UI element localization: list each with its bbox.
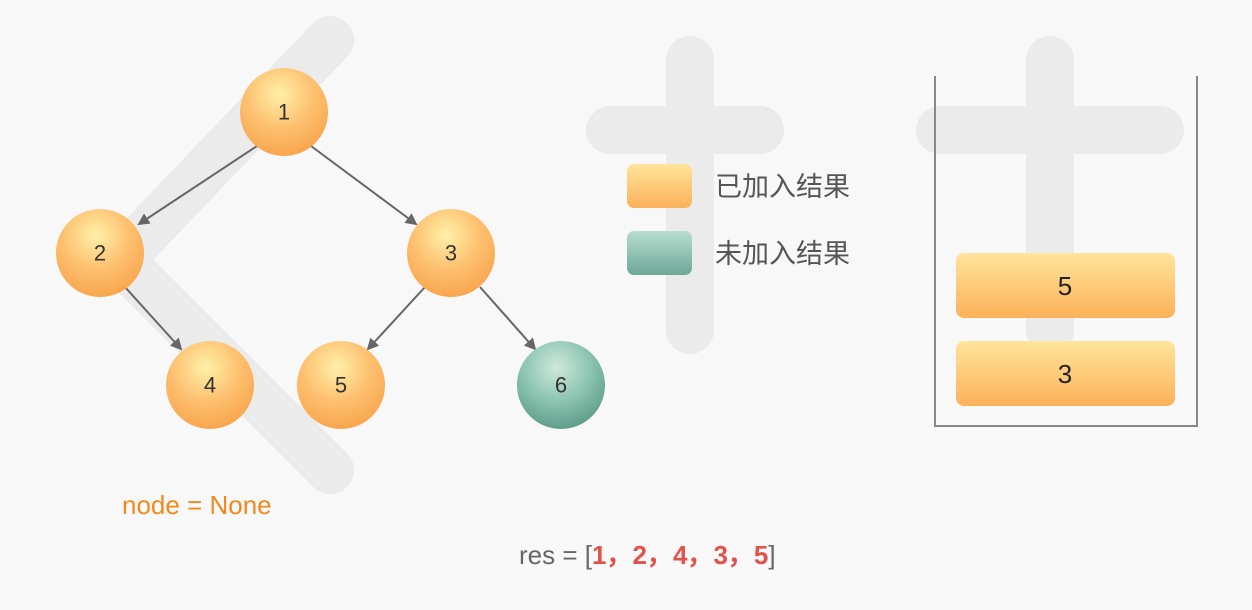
- result-value: 4: [672, 540, 688, 570]
- legend-swatch-not-added: [627, 231, 692, 275]
- result-prefix: res = [: [519, 540, 592, 570]
- stack-item-label: 5: [1058, 271, 1072, 301]
- node-circle: [240, 68, 328, 156]
- edge-3-6: [479, 286, 537, 351]
- node-circle: [407, 209, 495, 297]
- stack-container: [934, 76, 1198, 427]
- node-circle: [166, 341, 254, 429]
- node-label: 1: [278, 100, 290, 125]
- result-line: res = [1，2，4，3，5]: [519, 535, 776, 572]
- node-label: 5: [335, 373, 347, 398]
- tree-node-1: 1: [240, 68, 328, 156]
- legend-item-added: 已加入结果: [627, 164, 850, 208]
- node-label: 3: [445, 241, 457, 266]
- stack-item-box: [956, 253, 1175, 318]
- edge-2-4: [124, 286, 183, 351]
- edge-1-3: [310, 145, 418, 226]
- tree-node-5: 5: [297, 341, 385, 429]
- result-separator: ，: [727, 541, 754, 571]
- result-value: 3: [713, 540, 728, 570]
- stack: 5 3: [934, 76, 1198, 427]
- edge-3-5: [366, 286, 426, 351]
- result-separator: ，: [646, 541, 673, 571]
- stack-item-label: 3: [1058, 359, 1072, 389]
- result-value: 1: [591, 540, 607, 570]
- result-separator: ，: [606, 541, 633, 571]
- node-label: 6: [555, 373, 567, 398]
- result-suffix: ]: [768, 540, 776, 570]
- node-circle: [297, 341, 385, 429]
- node-label: 2: [94, 241, 106, 266]
- tree-node-6: 6: [517, 341, 605, 429]
- legend-swatch-added: [627, 164, 692, 208]
- legend: 已加入结果 未加入结果: [627, 164, 850, 275]
- node-circle: [517, 341, 605, 429]
- tree-node-2: 2: [56, 209, 144, 297]
- legend-label-added: 已加入结果: [715, 172, 850, 203]
- result-separator: ，: [687, 541, 714, 571]
- stack-item-bottom: 3: [956, 341, 1175, 406]
- stack-item-top: 5: [956, 253, 1175, 318]
- tree-node-4: 4: [166, 341, 254, 429]
- stack-item-box: [956, 341, 1175, 406]
- result-value: 2: [632, 540, 647, 570]
- tree-node-3: 3: [407, 209, 495, 297]
- node-status: node = None: [122, 490, 272, 520]
- legend-item-not-added: 未加入结果: [627, 231, 850, 275]
- result-value: 5: [753, 540, 769, 570]
- node-label: 4: [204, 373, 216, 398]
- tree-edges: [124, 145, 537, 351]
- edge-1-2: [137, 145, 258, 226]
- legend-label-not-added: 未加入结果: [715, 239, 850, 270]
- node-circle: [56, 209, 144, 297]
